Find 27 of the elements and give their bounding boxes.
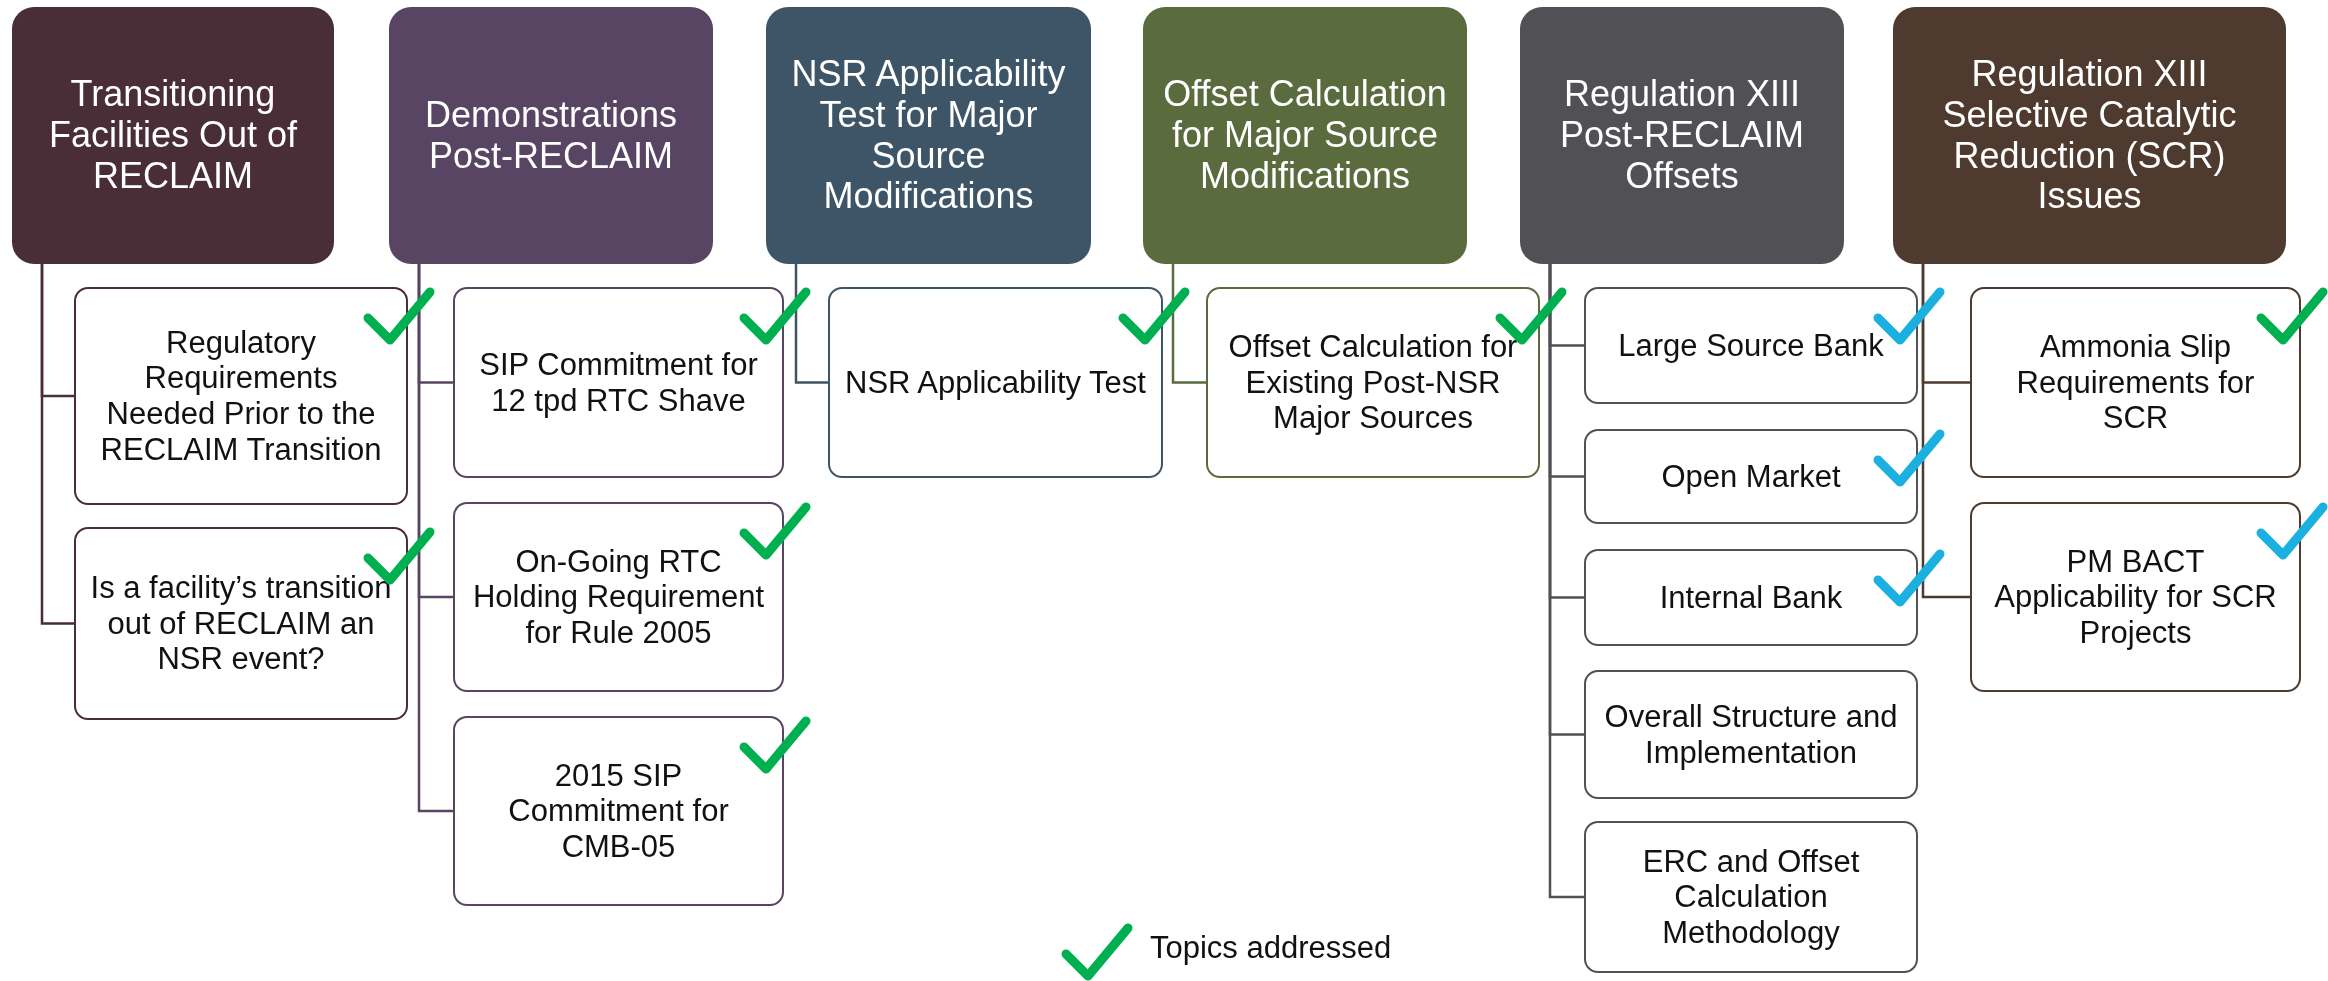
topic-box: Large Source Bank (1584, 287, 1918, 404)
category-header-box: Regulation XIII Post-RECLAIM Offsets (1520, 7, 1844, 264)
category-header-box: Demonstrations Post-RECLAIM (389, 7, 713, 264)
connector-line (40, 264, 74, 625)
category-header-box: Offset Calculation for Major Source Modifications (1143, 7, 1467, 264)
connector-line (1921, 264, 1970, 599)
category-header-box: NSR Applicability Test for Major Source Modifications (766, 7, 1091, 264)
topic-box: Open Market (1584, 429, 1918, 524)
topic-box: Is a facility’s transition out of RECLAIM an NSR event? (74, 527, 408, 720)
connector-line (1171, 264, 1206, 384)
topic-box: Offset Calculation for Existing Post-NSR Major Sources (1206, 287, 1540, 478)
topic-box: Regulatory Requirements Needed Prior to the RECLAIM Transition (74, 287, 408, 505)
connector-line (417, 264, 453, 813)
category-header-box: Regulation XIII Selective Catalytic Reduction (SCR) Issues (1893, 7, 2286, 264)
connector-line (1548, 264, 1584, 899)
topic-box: On-Going RTC Holding Requirement for Rule 2005 (453, 502, 784, 692)
topic-box: Ammonia Slip Requirements for SCR (1970, 287, 2301, 478)
topic-box: 2015 SIP Commitment for CMB-05 (453, 716, 784, 906)
legend-label: Topics addressed (1150, 930, 1392, 966)
connector-line (794, 264, 828, 384)
topic-box: PM BACT Applicability for SCR Projects (1970, 502, 2301, 692)
topic-box: ERC and Offset Calculation Methodology (1584, 821, 1918, 973)
topic-box: Overall Structure and Implementation (1584, 670, 1918, 799)
topic-box: NSR Applicability Test (828, 287, 1163, 478)
category-header-box: Transitioning Facilities Out of RECLAIM (12, 7, 334, 264)
topic-box: SIP Commitment for 12 tpd RTC Shave (453, 287, 784, 478)
topic-box: Internal Bank (1584, 549, 1918, 646)
